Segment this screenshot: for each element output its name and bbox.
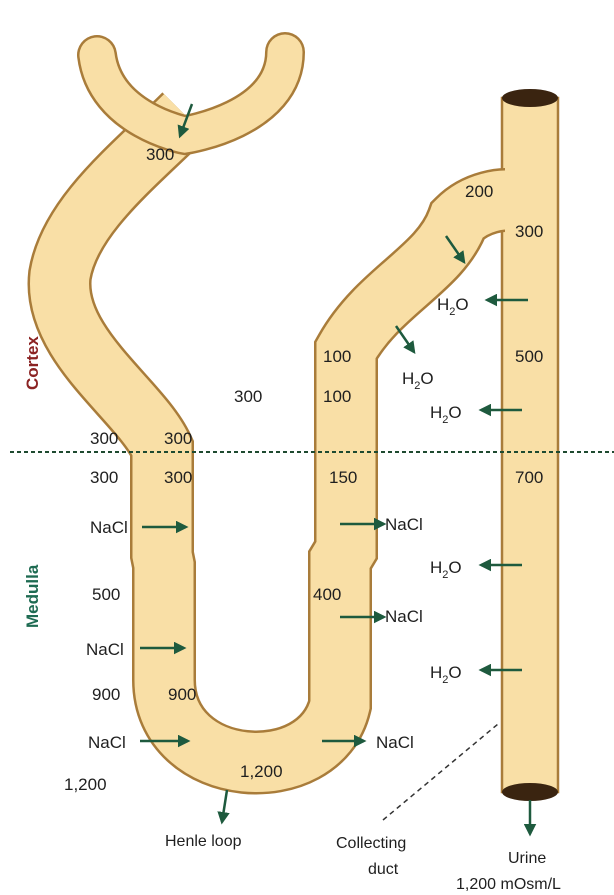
- collecting-label-1: Collecting: [336, 835, 406, 852]
- nacl-label-desc-3: NaCl: [88, 733, 126, 752]
- urine-label-1: Urine: [508, 850, 546, 867]
- nacl-label-asc-2: NaCl: [385, 607, 423, 626]
- collecting-duct-body: [502, 98, 558, 792]
- value-desc-above: 300: [164, 429, 192, 448]
- collecting-duct-bottom-cap: [502, 783, 558, 801]
- value-desc-900: 900: [168, 685, 196, 704]
- value-duct-700: 700: [515, 468, 543, 487]
- value-duct-500: 500: [515, 347, 543, 366]
- value-interstitial-left-top: 300: [90, 429, 118, 448]
- water-label-1: H2O: [437, 295, 469, 318]
- bowman-capsule: [97, 52, 285, 135]
- value-interstitial-900: 900: [92, 685, 120, 704]
- value-desc-below: 300: [164, 468, 192, 487]
- nacl-label-desc-2: NaCl: [86, 640, 124, 659]
- water-label-5: H2O: [430, 663, 462, 686]
- nacl-label-desc-1: NaCl: [90, 518, 128, 537]
- value-bend-1200: 1,200: [240, 762, 283, 781]
- value-interstitial-left-bottom: 300: [90, 468, 118, 487]
- value-asc-400: 400: [313, 585, 341, 604]
- value-interstitial-cortex: 300: [234, 387, 262, 406]
- water-label-2: H2O: [402, 369, 434, 392]
- water-label-3: H2O: [430, 403, 462, 426]
- arrow-henle-out: [222, 790, 227, 822]
- value-capsule: 300: [146, 145, 174, 164]
- value-interstitial-500: 500: [92, 585, 120, 604]
- value-asc-100a: 100: [323, 347, 351, 366]
- value-asc-100b: 100: [323, 387, 351, 406]
- nacl-label-asc-3: NaCl: [376, 733, 414, 752]
- collecting-duct-top-cap: [502, 89, 558, 107]
- value-interstitial-1200: 1,200: [64, 775, 107, 794]
- medulla-label: Medulla: [23, 564, 42, 628]
- collecting-label-2: duct: [368, 861, 399, 878]
- value-duct-300: 300: [515, 222, 543, 241]
- arrow-asc-water: [396, 326, 414, 352]
- urine-label-2: 1,200 mOsm/L: [456, 876, 561, 893]
- nacl-label-asc-1: NaCl: [385, 515, 423, 534]
- collecting-duct: [502, 89, 558, 801]
- henle-loop-label: Henle loop: [165, 833, 242, 850]
- value-distal-200: 200: [465, 182, 493, 201]
- cortex-label: Cortex: [23, 336, 42, 390]
- value-asc-150: 150: [329, 468, 357, 487]
- water-label-4: H2O: [430, 558, 462, 581]
